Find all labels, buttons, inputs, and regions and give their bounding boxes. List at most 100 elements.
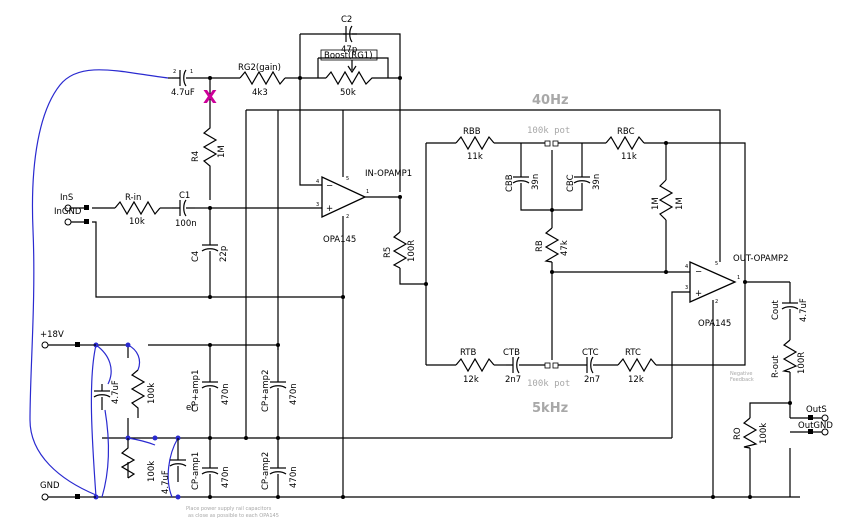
svg-text:4.7uF: 4.7uF	[111, 380, 121, 404]
resistor-ro: RO 100k	[733, 417, 769, 449]
potentiometer-treble: 100k pot	[527, 362, 570, 389]
resistor-rg2: RG2(gain) 4k3	[238, 63, 286, 98]
svg-text:CBC: CBC	[566, 174, 576, 192]
svg-text:CBB: CBB	[505, 174, 515, 192]
capacitor-input-coupling: 2 1 4.7uF	[171, 69, 195, 98]
svg-text:RBC: RBC	[617, 127, 635, 137]
cross-mark: X	[203, 87, 217, 108]
resistor-rtc: RTC 12k	[617, 348, 657, 385]
svg-text:100R: 100R	[407, 240, 417, 262]
svg-text:470n: 470n	[221, 466, 231, 488]
note-negative-feedback: Negative Feedback	[730, 371, 754, 383]
capacitor-psu-2: 4.7uF	[161, 438, 187, 494]
svg-text:4.7uF: 4.7uF	[161, 470, 171, 494]
svg-text:50k: 50k	[340, 88, 356, 98]
svg-text:2n7: 2n7	[584, 375, 600, 385]
capacitor-cp-amp1-bottom: CP-amp1 470n	[191, 452, 231, 490]
svg-text:+18V: +18V	[40, 330, 64, 340]
svg-text:as close as possible to each O: as close as possible to each OPA145	[188, 513, 279, 519]
svg-text:5: 5	[346, 176, 349, 182]
resistor-rtb: RTB 12k	[455, 348, 495, 385]
svg-text:Feedback: Feedback	[730, 377, 754, 383]
svg-text:OPA145: OPA145	[698, 319, 731, 329]
svg-text:4.7uF: 4.7uF	[171, 88, 195, 98]
capacitor-ctb: CTB 2n7	[503, 348, 526, 385]
svg-text:+: +	[326, 204, 333, 214]
svg-text:C4: C4	[191, 251, 201, 262]
svg-text:1: 1	[366, 189, 369, 195]
svg-text:4: 4	[685, 264, 688, 270]
svg-text:Cout: Cout	[771, 299, 781, 320]
svg-text:100k pot: 100k pot	[527, 126, 570, 136]
svg-text:39n: 39n	[531, 174, 541, 190]
resistor-1m-feedback: 1M 1M	[651, 179, 685, 221]
resistor-r4: R4 1M	[191, 110, 227, 168]
capacitor-cbc: CBC 39n	[566, 170, 602, 192]
stray-label: er	[186, 403, 195, 413]
svg-text:12k: 12k	[628, 375, 644, 385]
resistor-psu-2: 100k	[120, 438, 157, 482]
resistor-psu-1: 100k	[130, 369, 157, 418]
svg-text:Negative: Negative	[730, 371, 752, 377]
svg-text:470n: 470n	[221, 383, 231, 405]
svg-text:11k: 11k	[621, 152, 637, 162]
potentiometer-boost: Boost(RG1) 50k	[320, 49, 378, 98]
junction-dots	[93, 76, 792, 500]
svg-text:OPA145: OPA145	[323, 235, 356, 245]
svg-text:OutGND: OutGND	[798, 421, 833, 431]
svg-text:1: 1	[190, 69, 193, 75]
potentiometer-bass: 100k pot	[527, 126, 570, 147]
svg-text:3: 3	[685, 285, 688, 291]
opamp-u1: − + 4 3 5 2 1 OPA145 IN-OPAMP1	[316, 169, 412, 245]
svg-text:4.7uF: 4.7uF	[799, 298, 809, 322]
capacitor-cout: Cout 4.7uF	[771, 292, 809, 322]
resistor-rbb: RBB 11k	[455, 127, 495, 162]
output-terminals: OutS OutGND	[798, 405, 833, 436]
svg-text:2n7: 2n7	[505, 375, 521, 385]
capacitor-c2: C2 47p	[341, 15, 357, 55]
svg-text:CP+amp1: CP+amp1	[191, 370, 201, 412]
svg-text:10k: 10k	[129, 217, 145, 227]
svg-text:IN-OPAMP1: IN-OPAMP1	[365, 169, 412, 179]
svg-text:CTB: CTB	[503, 348, 520, 358]
capacitor-cbb: CBB 39n	[505, 170, 541, 192]
resistor-rout: R-out 100R	[771, 339, 807, 378]
svg-text:C2: C2	[341, 15, 352, 25]
svg-text:InS: InS	[60, 193, 73, 203]
psu-jumper-c	[127, 437, 156, 446]
svg-text:OutS: OutS	[806, 405, 827, 415]
svg-text:CP-amp1: CP-amp1	[191, 452, 201, 490]
svg-text:470n: 470n	[289, 383, 299, 405]
psu-jumper-f	[101, 409, 110, 498]
svg-text:RTC: RTC	[625, 348, 641, 358]
svg-text:InGND: InGND	[54, 207, 82, 217]
input-loop-wire	[29, 69, 169, 496]
label-5khz: 5kHz	[532, 401, 568, 416]
svg-text:1M: 1M	[675, 197, 685, 210]
svg-text:R-in: R-in	[125, 193, 141, 203]
svg-text:1M: 1M	[651, 197, 661, 210]
svg-text:RBB: RBB	[463, 127, 481, 137]
svg-text:−: −	[326, 181, 333, 191]
resistor-rbc: RBC 11k	[605, 127, 645, 162]
svg-text:R-out: R-out	[771, 355, 781, 378]
svg-text:CP-amp2: CP-amp2	[261, 452, 271, 490]
svg-text:R5: R5	[383, 247, 393, 258]
svg-text:RB: RB	[535, 240, 545, 252]
psu-jumper-b	[90, 344, 97, 498]
capacitor-c4: C4 22p	[191, 233, 229, 268]
svg-text:11k: 11k	[467, 152, 483, 162]
svg-text:2: 2	[173, 69, 176, 75]
svg-text:R4: R4	[191, 151, 201, 162]
svg-text:2: 2	[346, 214, 349, 220]
svg-text:22p: 22p	[219, 246, 229, 262]
capacitor-cp-amp2-bottom: CP-amp2 470n	[261, 452, 299, 490]
svg-text:OUT-OPAMP2: OUT-OPAMP2	[733, 254, 789, 264]
psu-jumper-e	[167, 437, 179, 498]
svg-text:470n: 470n	[289, 466, 299, 488]
svg-text:C1: C1	[179, 191, 190, 201]
svg-text:3: 3	[316, 202, 319, 208]
svg-text:+: +	[695, 289, 702, 299]
svg-text:−: −	[695, 267, 702, 277]
